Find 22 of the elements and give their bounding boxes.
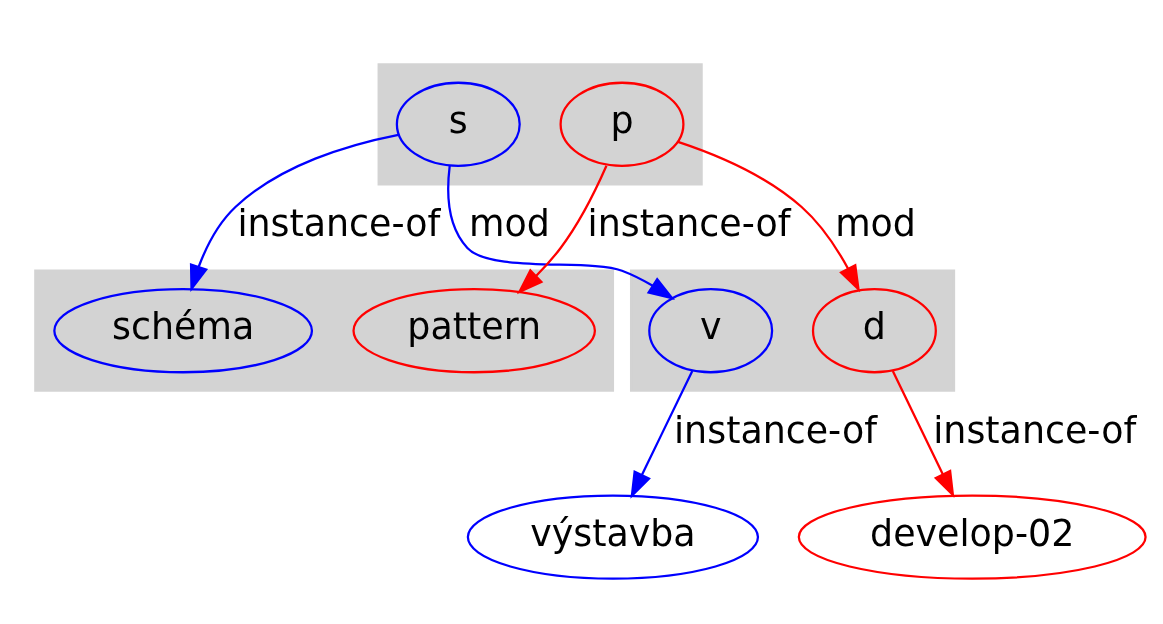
node-ellipse: develop-02 (797, 493, 1147, 580)
node-ellipse: d (811, 287, 937, 373)
node-ellipse: s (395, 81, 521, 167)
node-ellipse: pattern (352, 287, 596, 373)
node-ellipse: výstavba (466, 493, 760, 580)
cluster (377, 62, 703, 185)
arrow (891, 369, 955, 498)
edge-label: instance-of (587, 201, 791, 245)
arrow (447, 165, 675, 300)
node-ellipse: schéma (53, 287, 314, 373)
edge-label: mod (835, 201, 916, 245)
edge-label: instance-of (237, 201, 441, 245)
node-ellipse: p (559, 81, 685, 167)
cluster (629, 269, 956, 392)
arrow (677, 140, 860, 292)
arrow (516, 164, 608, 294)
edge-label: instance-of (933, 408, 1137, 452)
arrow (189, 133, 399, 292)
edge-label: mod (469, 201, 550, 245)
node-ellipse: v (648, 287, 774, 373)
arrow (630, 369, 694, 499)
edge-label: instance-of (674, 408, 877, 452)
